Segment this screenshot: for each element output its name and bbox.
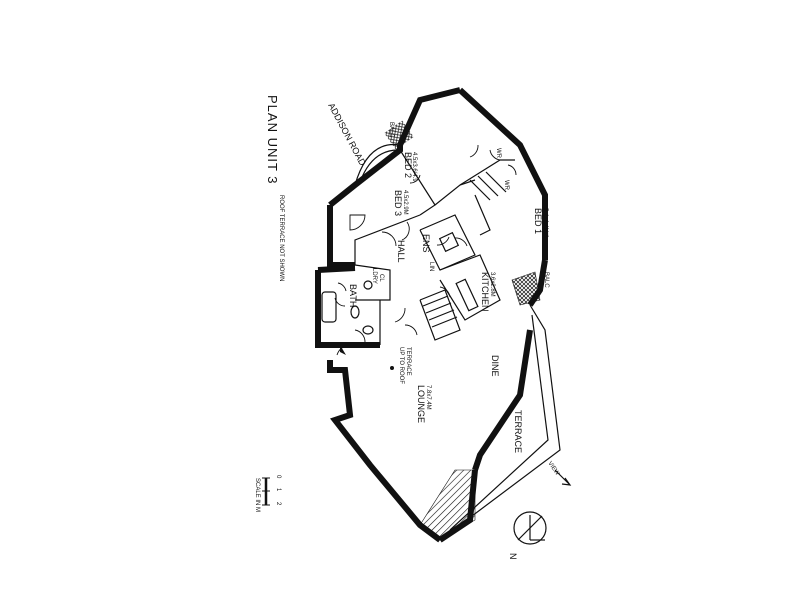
kitchen-size: 3.6x2.8M	[489, 272, 495, 297]
scale-bar: 0 1 2 SCALE IN M	[254, 475, 281, 512]
door-swings	[334, 144, 517, 356]
fixtures	[321, 231, 479, 335]
bed2-size: 4.5x3.6/4.9	[411, 152, 417, 182]
balc-top-arc-inner	[359, 149, 399, 183]
stair-marker	[390, 366, 394, 370]
scale-tick-0: 0	[275, 475, 281, 479]
wr2-label: WR	[503, 180, 509, 191]
balc-right-label: BALC	[543, 272, 549, 288]
wall-bed2-bottom	[434, 179, 476, 206]
terrace-label: TERRACE	[513, 410, 523, 453]
balc-right-hatch	[511, 271, 541, 306]
wall-bed3-left	[327, 205, 355, 268]
interior-walls	[354, 149, 515, 345]
view-arrow-icon	[554, 469, 572, 486]
dine-label: DINE	[490, 355, 500, 377]
bed3-size: 4.5x2.9M	[402, 190, 408, 215]
bed1-label: BED 1	[533, 208, 543, 234]
wall-bed3-top	[328, 145, 403, 208]
wall-bed2-right	[457, 87, 548, 260]
up-roof-label: UP TO ROOF	[398, 347, 404, 384]
lounge-label: LOUNGE	[416, 385, 426, 423]
terrace-inner-line	[449, 314, 549, 531]
wr-label: WR	[495, 148, 501, 159]
room-labels: BED 2 4.5x3.6/4.9 BALC BED 3 4.5x2.9M BE…	[348, 122, 560, 477]
wall-dine-right	[472, 329, 533, 471]
north-arrow-circle-icon	[513, 511, 547, 545]
north-label: N	[508, 553, 518, 560]
toilet	[350, 305, 360, 319]
wall-lounge-left	[327, 360, 442, 543]
plan-title: PLAN UNIT 3	[265, 95, 280, 185]
balc-top-label: BALC	[388, 122, 394, 138]
bath-label: BATH	[348, 284, 358, 307]
title-block: PLAN UNIT 3	[265, 95, 280, 185]
scale-tick-2: 2	[275, 502, 281, 506]
bed1-size: 5.4x4.4M/6	[542, 208, 548, 238]
wall-bath-left	[315, 270, 380, 348]
terrace-outline	[439, 304, 561, 541]
roof-note: ROOF TERRACE NOT SHOWN	[278, 195, 284, 281]
kitchen-bench	[455, 278, 479, 312]
stairs	[422, 171, 507, 328]
view-label: VIEW	[546, 461, 560, 477]
cl-label: CL	[378, 274, 384, 282]
terrace-word-label: TERRACE	[405, 347, 411, 376]
laundry-tub	[363, 280, 373, 290]
ens-shower	[438, 231, 460, 253]
terrace-railing	[419, 304, 561, 541]
hall-label: HALL	[396, 240, 406, 263]
addison-road-label: ADDISON ROAD	[326, 101, 368, 168]
street-label: ADDISON ROAD	[326, 101, 368, 168]
bed2-label: BED 2	[403, 152, 413, 178]
wall-bath-top	[317, 265, 356, 273]
balc-top-hatch	[384, 120, 414, 150]
balconies	[354, 120, 541, 306]
north-arrow: N	[508, 511, 547, 560]
wall-bed3-bottom	[354, 214, 421, 265]
bed3-label: BED 3	[393, 190, 403, 216]
wall-bed1-left	[474, 194, 491, 236]
lin-label: LIN	[428, 262, 434, 271]
wall-ens	[419, 214, 476, 271]
terrace-hatch	[419, 469, 476, 541]
scale-tick-1: 1	[275, 488, 281, 492]
wall-bed2-top	[397, 87, 461, 147]
roof-terrace-note: ROOF TERRACE NOT SHOWN	[278, 195, 284, 281]
entry-arrow-icon	[340, 345, 346, 355]
wall-kitchen	[439, 254, 501, 321]
basin	[362, 325, 374, 335]
bath-tub	[321, 291, 337, 323]
wall-hall-ldry	[354, 264, 391, 301]
kitchen-label: KITCHEN	[480, 272, 490, 312]
ens-label: ENS	[421, 234, 431, 253]
lounge-size: 7.8x7.4M	[425, 385, 431, 410]
wall-stair	[419, 289, 461, 341]
ldry-label: LDRY	[371, 268, 377, 284]
scale-label: SCALE IN M	[254, 478, 260, 512]
